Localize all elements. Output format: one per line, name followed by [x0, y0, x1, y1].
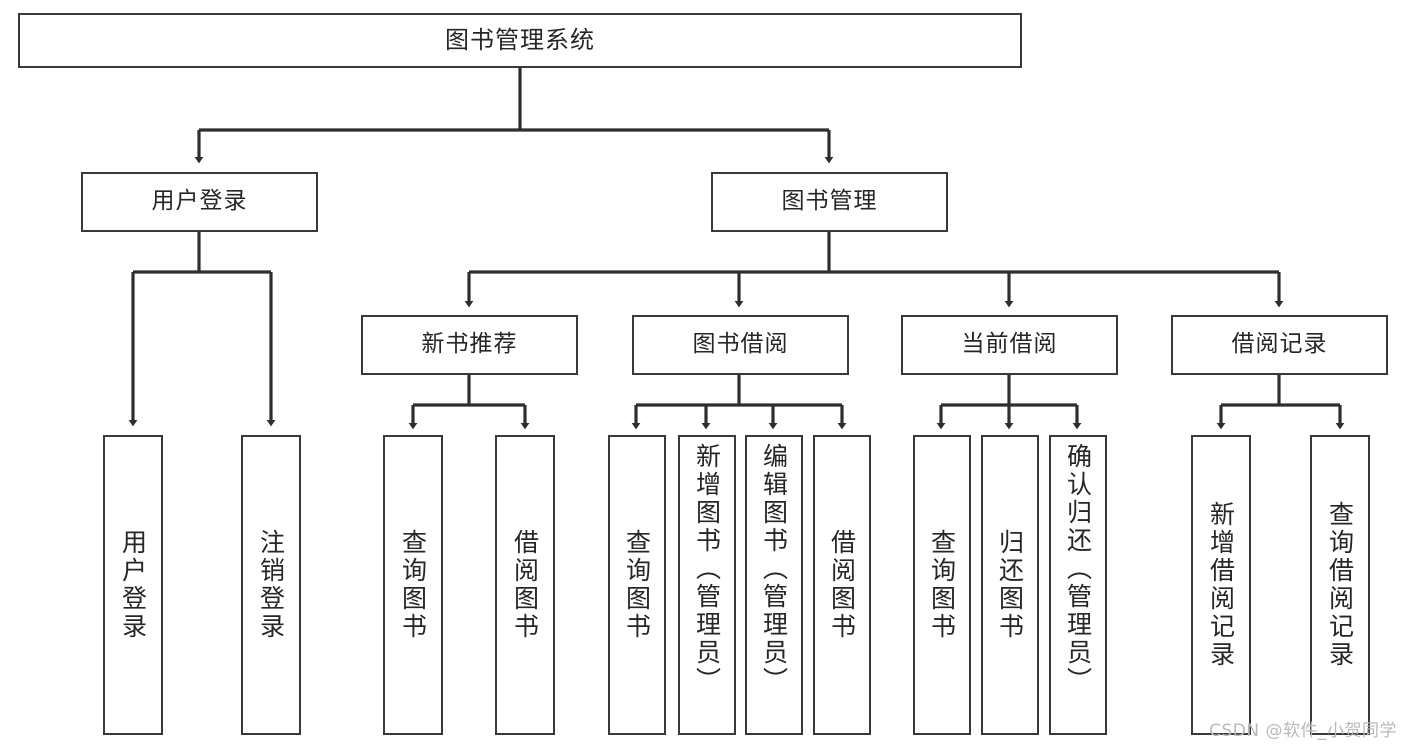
node-book-management-label: 图书管理 — [781, 188, 878, 215]
node-leaf-borrow-book-2[interactable]: 借阅图书 — [813, 435, 871, 735]
node-leaf-query-book-2[interactable]: 查询图书 — [608, 435, 666, 735]
node-leaf-query-book-3-label: 查询图书 — [927, 529, 957, 641]
node-borrow-record[interactable]: 借阅记录 — [1171, 315, 1388, 375]
node-book-management[interactable]: 图书管理 — [711, 172, 948, 232]
node-leaf-logout[interactable]: 注销登录 — [241, 435, 301, 735]
node-leaf-add-book-label: 新增图书（管理员） — [692, 443, 722, 695]
node-leaf-query-book-1[interactable]: 查询图书 — [383, 435, 443, 735]
node-leaf-confirm-return[interactable]: 确认归还（管理员） — [1049, 435, 1107, 735]
node-user-login[interactable]: 用户登录 — [81, 172, 318, 232]
node-new-book-recommend[interactable]: 新书推荐 — [361, 315, 578, 375]
node-borrow-record-label: 借阅记录 — [1231, 331, 1328, 358]
node-leaf-query-record[interactable]: 查询借阅记录 — [1310, 435, 1370, 735]
node-leaf-borrow-book-2-label: 借阅图书 — [827, 529, 857, 641]
node-leaf-borrow-book-1[interactable]: 借阅图书 — [495, 435, 555, 735]
node-leaf-query-book-3[interactable]: 查询图书 — [913, 435, 971, 735]
node-current-borrow[interactable]: 当前借阅 — [901, 315, 1118, 375]
node-leaf-return-book-label: 归还图书 — [995, 529, 1025, 641]
node-user-login-label: 用户登录 — [151, 188, 248, 215]
node-leaf-edit-book-label: 编辑图书（管理员） — [759, 443, 789, 695]
node-leaf-user-login-label: 用户登录 — [118, 529, 148, 641]
node-leaf-add-book[interactable]: 新增图书（管理员） — [678, 435, 736, 735]
node-leaf-query-record-label: 查询借阅记录 — [1325, 501, 1355, 669]
node-leaf-add-record-label: 新增借阅记录 — [1206, 501, 1236, 669]
node-new-book-recommend-label: 新书推荐 — [421, 331, 518, 358]
watermark-text: CSDN @软件_小贺同学 — [1209, 721, 1397, 741]
node-leaf-logout-label: 注销登录 — [256, 529, 286, 641]
node-leaf-confirm-return-label: 确认归还（管理员） — [1063, 443, 1093, 695]
node-leaf-add-record[interactable]: 新增借阅记录 — [1191, 435, 1251, 735]
node-book-borrow[interactable]: 图书借阅 — [632, 315, 849, 375]
node-root-label: 图书管理系统 — [445, 26, 595, 55]
node-leaf-edit-book[interactable]: 编辑图书（管理员） — [745, 435, 803, 735]
node-current-borrow-label: 当前借阅 — [961, 331, 1058, 358]
node-leaf-return-book[interactable]: 归还图书 — [981, 435, 1039, 735]
node-leaf-query-book-2-label: 查询图书 — [622, 529, 652, 641]
node-leaf-borrow-book-1-label: 借阅图书 — [510, 529, 540, 641]
node-leaf-user-login[interactable]: 用户登录 — [103, 435, 163, 735]
node-leaf-query-book-1-label: 查询图书 — [398, 529, 428, 641]
node-book-borrow-label: 图书借阅 — [692, 331, 789, 358]
node-root[interactable]: 图书管理系统 — [18, 13, 1022, 68]
